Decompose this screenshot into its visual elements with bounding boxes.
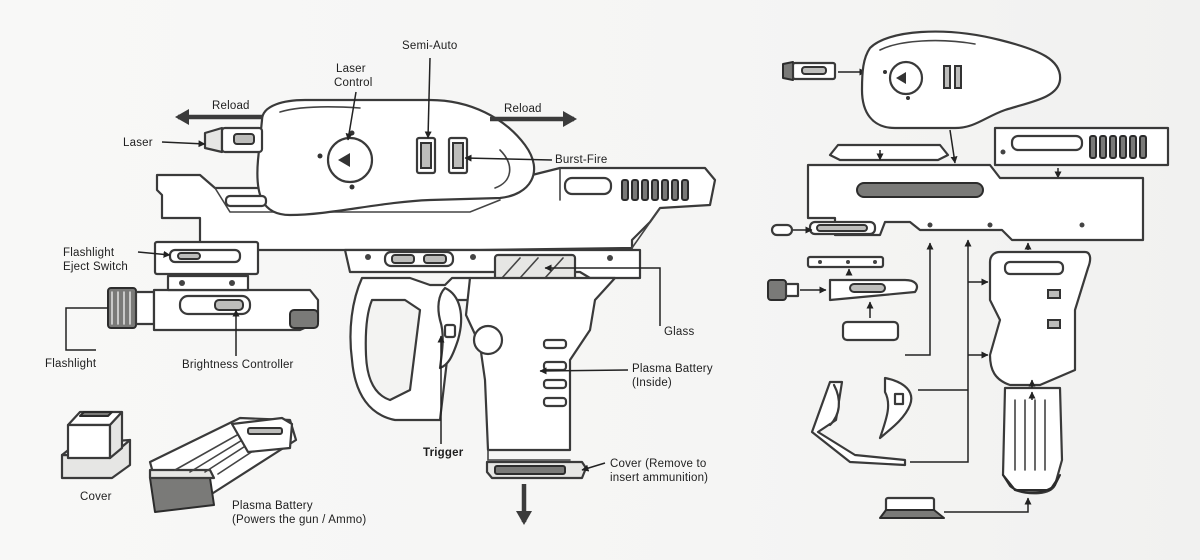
label-glass: Glass (664, 326, 695, 338)
exploded-view (767, 30, 1170, 519)
label-flashlight: Flashlight (45, 358, 97, 370)
label-trigger: Trigger (423, 447, 464, 459)
grip-ridges (542, 338, 568, 408)
assembled-gun (107, 98, 717, 480)
label-plasma-battery-inside-line2: (Inside) (632, 377, 672, 389)
grip (464, 276, 617, 452)
label-cover-remove-line2: insert ammunition) (610, 472, 709, 484)
label-burst-fire: Burst-Fire (555, 154, 608, 166)
cover-piece (60, 410, 132, 480)
exploded-laser-emitter (782, 61, 837, 81)
laser-emitter (203, 126, 264, 154)
label-semi-auto: Semi-Auto (402, 40, 458, 52)
leader-lines-left (65, 57, 661, 472)
exploded-small-pin (770, 223, 794, 237)
exploded-trigger (878, 376, 913, 440)
top-slide (256, 98, 536, 217)
frame-vents (621, 179, 689, 201)
label-reload-right: Reload (504, 103, 542, 115)
label-reload-left: Reload (212, 100, 250, 112)
exploded-rear-cover (828, 143, 950, 162)
label-flashlight-eject-line1: Flashlight (63, 247, 115, 259)
exploded-front-slide (993, 126, 1170, 167)
leader-lines-right (905, 239, 1036, 463)
exploded-grip-shell (988, 250, 1092, 387)
flashlight-module (107, 274, 320, 332)
exploded-flashlight (767, 278, 919, 342)
label-laser: Laser (123, 137, 153, 149)
label-cover: Cover (80, 491, 112, 503)
label-plasma-battery-inside-line1: Plasma Battery (632, 363, 713, 375)
label-plasma-battery-ammo-line1: Plasma Battery (232, 500, 313, 512)
exploded-battery-housing (1001, 386, 1064, 495)
plasma-battery-ammo (148, 416, 298, 513)
label-cover-remove-line1: Cover (Remove to (610, 458, 707, 470)
label-laser-control-line2: Control (334, 77, 373, 89)
label-flashlight-eject-line2: Eject Switch (63, 261, 129, 273)
label-brightness-controller: Brightness Controller (182, 359, 294, 371)
exploded-cover (879, 496, 945, 519)
label-plasma-battery-ammo-line2: (Powers the gun / Ammo) (232, 514, 367, 526)
label-laser-control-line1: Laser (336, 63, 366, 75)
